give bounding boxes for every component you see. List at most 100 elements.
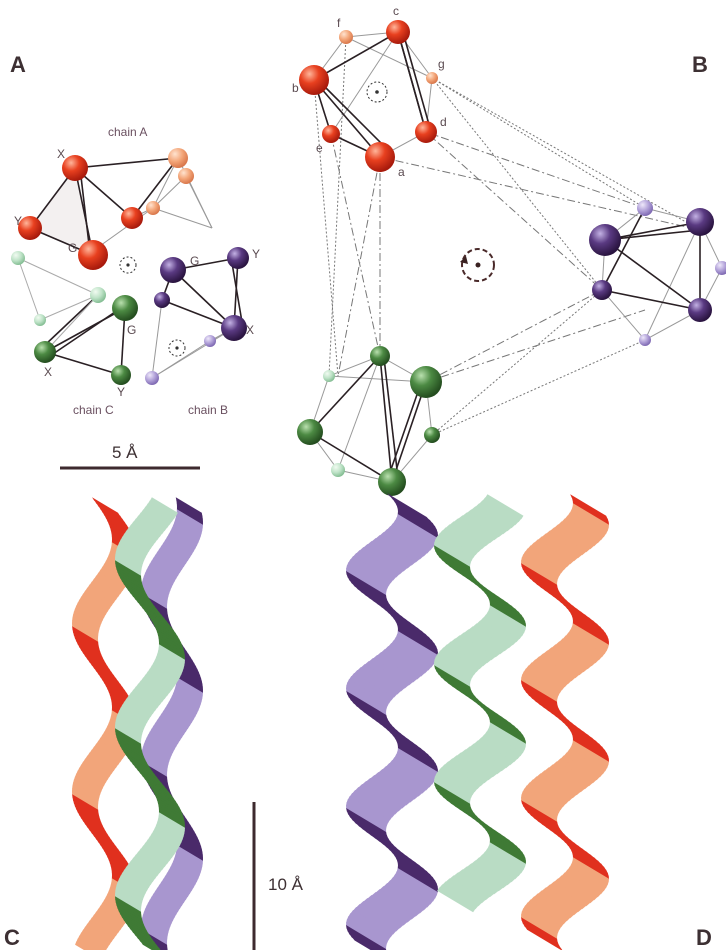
ribbon-segment-green <box>488 725 526 751</box>
ribbon-segment-red <box>568 728 607 754</box>
ribbon-segment-green <box>115 899 142 919</box>
ribbon-segment-red <box>565 632 605 658</box>
ribbon-segment-red <box>521 557 558 583</box>
ribbon-segment-red <box>92 833 121 853</box>
ribbon-segment-red <box>102 680 131 700</box>
ribbon-segment-purple <box>174 854 202 874</box>
ribbon-segment-red <box>72 623 99 643</box>
ribbon-segment-red <box>102 512 131 532</box>
ribbon-segment-red <box>79 932 108 950</box>
ribbon-segment-red <box>524 926 563 950</box>
ribbon-segment-red <box>81 818 110 838</box>
ribbon-segment-red <box>83 758 112 778</box>
ribbon-segment-red <box>525 902 564 928</box>
ribbon-segment-red <box>521 683 559 709</box>
ribbon-segment-red <box>72 620 99 640</box>
ribbon-segment-purple <box>363 898 408 926</box>
atom-label-purple-x: X <box>246 323 254 337</box>
ribbon-segment-red <box>521 674 559 700</box>
ribbon-segment-red <box>534 893 574 919</box>
ribbon-segment-purple <box>146 566 175 586</box>
ribbon-segment-purple <box>143 911 171 931</box>
ribbon-segment-red <box>572 503 609 529</box>
ribbon-segment-purple <box>370 775 415 803</box>
atom-red-light <box>146 201 160 215</box>
ribbon-segment-green <box>482 497 522 523</box>
ribbon-segment-red <box>73 776 102 796</box>
ribbon-segment-green <box>156 653 184 673</box>
ribbon-segment-green <box>137 770 167 790</box>
ribbon-segment-purple <box>397 511 438 539</box>
ribbon-segment-purple <box>350 910 394 938</box>
ribbon-segment-purple <box>172 860 200 880</box>
ribbon-segment-green <box>119 707 147 727</box>
atom-green-light <box>331 463 345 477</box>
ribbon-segment-green <box>137 938 158 950</box>
scale-label-5a: 5 Å <box>112 443 138 462</box>
ribbon-segment-red <box>530 542 571 568</box>
ribbon-segment-red <box>79 596 108 616</box>
ribbon-segment-red <box>77 644 106 664</box>
ribbon-segment-green <box>157 818 185 838</box>
ribbon-segment-green <box>434 662 471 688</box>
ribbon-segment-red <box>83 590 112 610</box>
ribbon-segment-purple <box>377 652 422 680</box>
ribbon-segment-green <box>145 503 174 523</box>
ribbon-segment-red <box>540 770 581 796</box>
ribbon-segment-purple <box>165 536 194 556</box>
ribbon-segment-purple <box>170 695 199 715</box>
ribbon-segment-red <box>77 812 106 832</box>
ribbon-segment-green <box>128 590 157 610</box>
ribbon-segment-red <box>89 581 118 601</box>
ribbon-segment-purple <box>173 521 201 541</box>
ribbon-segment-green <box>128 860 158 880</box>
ribbon-segment-purple <box>143 743 171 763</box>
ribbon-segment-green <box>481 734 521 760</box>
ribbon-segment-red <box>98 674 127 694</box>
ribbon-segment-purple <box>176 506 203 526</box>
ribbon-segment-red <box>521 794 558 820</box>
ribbon-segment-red <box>92 746 121 766</box>
ribbon-segment-green <box>469 743 511 769</box>
ribbon-segment-red <box>561 518 601 544</box>
ribbon-segment-red <box>72 791 99 811</box>
ribbon-segment-green <box>133 686 163 706</box>
ribbon-segment-green <box>131 521 160 541</box>
ribbon-segment-purple <box>346 688 387 716</box>
ribbon-segment-green <box>133 764 162 784</box>
ribbon-segment-purple <box>346 685 387 713</box>
ribbon-segment-green <box>486 713 525 739</box>
ribbon-segment-red <box>79 764 108 784</box>
ribbon-segment-green <box>458 515 499 541</box>
ribbon-segment-green <box>118 743 147 763</box>
ribbon-segment-green <box>115 887 142 907</box>
ribbon-segment-green <box>486 830 525 856</box>
ribbon-segment-green <box>115 551 142 571</box>
ribbon-segment-red <box>560 755 600 781</box>
atom-red <box>299 65 329 95</box>
atom-red <box>386 20 410 44</box>
ribbon-segment-red <box>76 770 104 790</box>
ribbon-segment-green <box>124 920 153 940</box>
ribbon-segment-green <box>128 758 157 778</box>
ribbon-segment-purple <box>374 772 419 800</box>
ribbon-segment-red <box>550 527 591 553</box>
ribbon-segment-green <box>126 923 155 943</box>
ribbon-segment-red <box>564 515 604 541</box>
panel-b: c f g b d e a <box>292 4 726 496</box>
atom-green <box>424 427 440 443</box>
ribbon-segment-green <box>157 632 185 652</box>
ribbon-segment-green <box>142 776 172 796</box>
ribbon-segment-red <box>561 872 601 898</box>
ribbon-segment-purple <box>176 512 203 532</box>
ribbon-segment-purple <box>349 793 393 821</box>
ribbon-segment-red <box>572 857 609 883</box>
ribbon-segment-green <box>442 527 482 553</box>
ribbon-segment-red <box>569 863 608 889</box>
chain-a-label: chain A <box>108 125 147 139</box>
atom-green <box>111 365 131 385</box>
ribbon-segment-red <box>523 551 562 577</box>
ribbon-segment-red <box>570 731 609 757</box>
atom-label-purple-y: Y <box>252 247 260 261</box>
ribbon-segment-purple <box>395 871 437 899</box>
